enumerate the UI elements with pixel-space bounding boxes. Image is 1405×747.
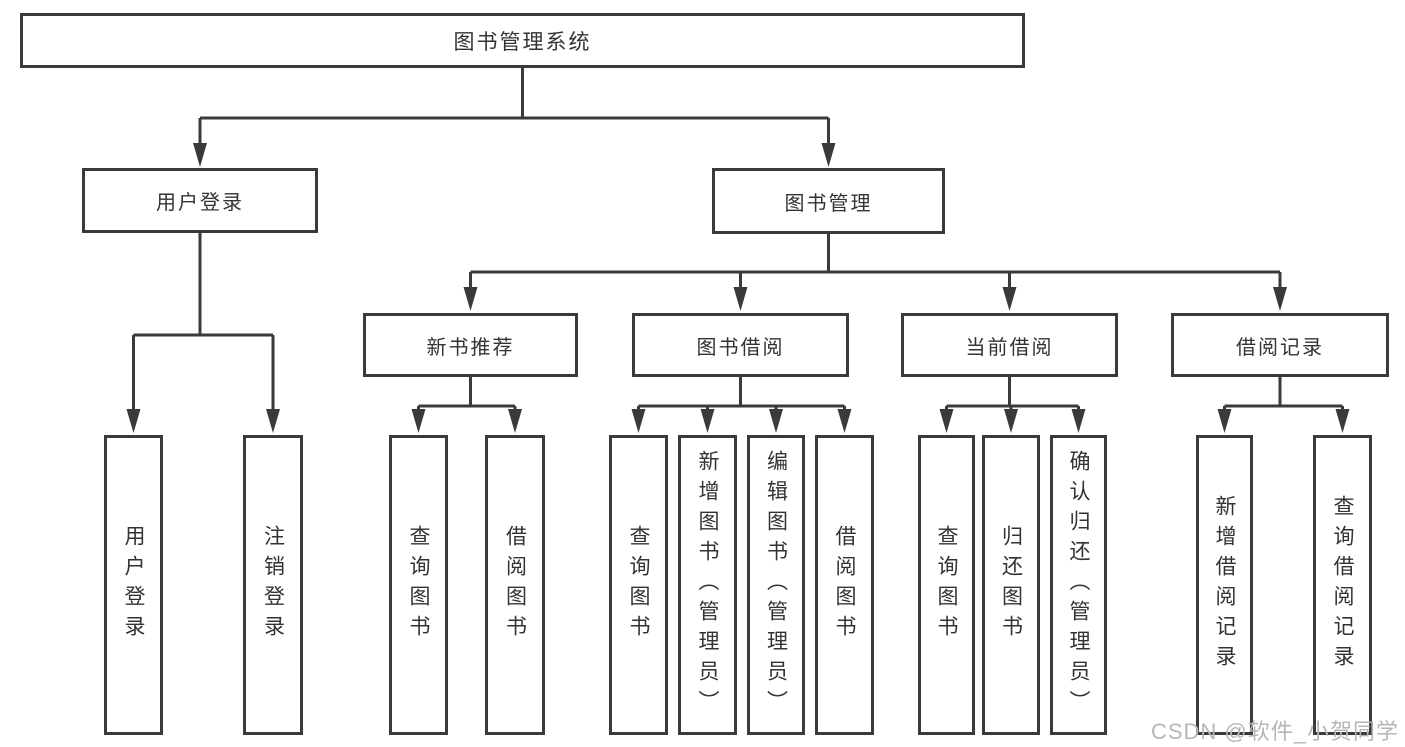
leaf-user-login: 用户登录 (104, 435, 163, 735)
node-library-system: 图书管理系统 (20, 13, 1025, 68)
leaf-borrow-books: 借阅图书 (815, 435, 874, 735)
node-book-borrowing: 图书借阅 (632, 313, 849, 377)
leaf-edit-books-admin: 编辑图书（管理员） (747, 435, 805, 735)
leaf-add-borrow-record: 新增借阅记录 (1196, 435, 1253, 735)
leaf-add-books-admin: 新增图书（管理员） (678, 435, 737, 735)
leaf-logout-login: 注销登录 (243, 435, 303, 735)
leaf-query-books-borrowing: 查询图书 (609, 435, 668, 735)
watermark: CSDN @软件_小贺同学 (1150, 719, 1399, 744)
leaf-borrow-books-recommend: 借阅图书 (485, 435, 545, 735)
node-new-book-recommend: 新书推荐 (363, 313, 578, 377)
leaf-confirm-return-admin: 确认归还（管理员） (1050, 435, 1107, 735)
node-book-management: 图书管理 (712, 168, 945, 234)
node-current-borrowing: 当前借阅 (901, 313, 1118, 377)
node-user-login: 用户登录 (82, 168, 318, 233)
leaf-query-books-recommend: 查询图书 (389, 435, 448, 735)
leaf-query-books-current: 查询图书 (918, 435, 975, 735)
leaf-return-books: 归还图书 (982, 435, 1040, 735)
leaf-query-borrow-record: 查询借阅记录 (1313, 435, 1372, 735)
node-borrow-records: 借阅记录 (1171, 313, 1389, 377)
